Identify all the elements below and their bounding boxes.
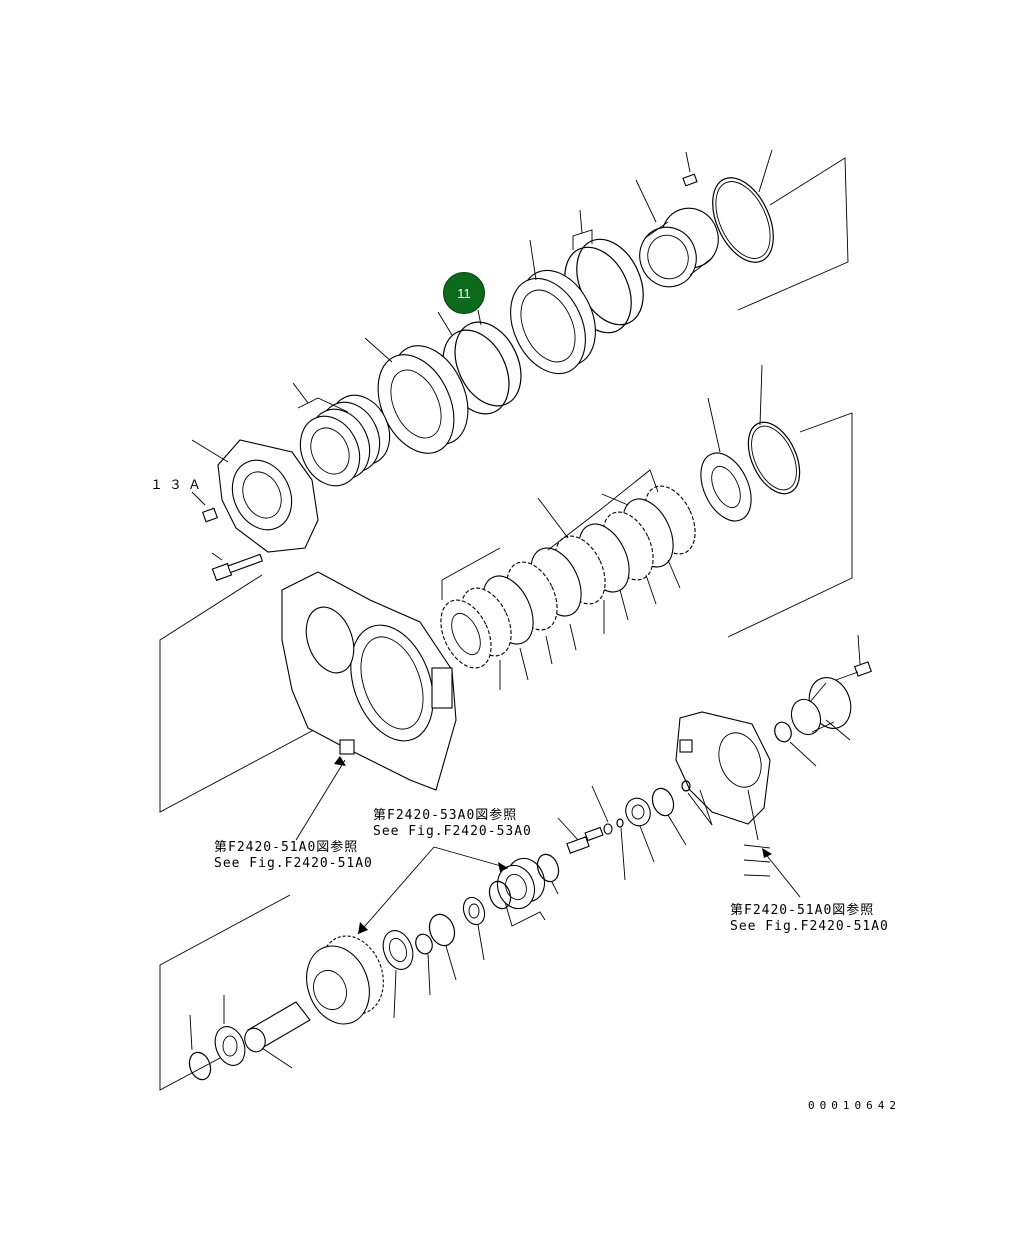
output-shaft xyxy=(244,1001,311,1069)
reference-note-f2420-51a0-left: 第F2420-51A0図参照 See Fig.F2420-51A0 xyxy=(214,840,373,872)
bearing-drum xyxy=(635,179,719,288)
callout-badge-11[interactable]: 11 xyxy=(443,272,485,314)
piston-part xyxy=(510,239,596,375)
bearing-lower-left xyxy=(188,995,246,1081)
top-group-frame xyxy=(737,157,849,311)
gear-carrier xyxy=(306,846,435,1025)
part-label-13a: １３Ａ xyxy=(150,478,208,493)
reference-note-f2420-53a0: 第F2420-53A0図参照 See Fig.F2420-53A0 xyxy=(373,808,532,840)
reference-note-f2420-51a0-right: 第F2420-51A0図参照 See Fig.F2420-51A0 xyxy=(730,903,889,935)
reference-en: See Fig.F2420-51A0 xyxy=(730,919,889,934)
reference-en: See Fig.F2420-53A0 xyxy=(373,824,532,839)
rear-cover-bolts xyxy=(743,844,801,898)
clutch-pack-frame xyxy=(159,412,853,813)
reference-jp: 第F2420-51A0図参照 xyxy=(214,840,359,855)
spring-pack xyxy=(292,382,391,487)
snap-ring-top xyxy=(712,149,774,263)
bolt-13a xyxy=(191,491,219,523)
o-ring-right xyxy=(774,721,817,767)
reference-en: See Fig.F2420-51A0 xyxy=(214,856,373,871)
transmission-case xyxy=(281,571,457,841)
drawing-number: 00010642 xyxy=(808,1099,901,1112)
rear-cover xyxy=(675,711,771,841)
bearing-lower-right xyxy=(433,846,560,910)
thrust-plate xyxy=(700,397,752,522)
seal-and-snap-right xyxy=(616,780,713,881)
plug-bolt xyxy=(557,785,613,854)
pin-part xyxy=(682,151,698,187)
clutch-housing-ring xyxy=(364,337,469,454)
snap-rings-lower xyxy=(415,880,546,996)
reference-jp: 第F2420-53A0図参照 xyxy=(373,808,518,823)
reference-jp: 第F2420-51A0図参照 xyxy=(730,903,875,918)
snap-ring-middle xyxy=(747,364,801,495)
long-bolt xyxy=(211,552,264,582)
seal-ring-11 xyxy=(437,309,522,415)
retainer-housing xyxy=(191,439,319,553)
flange-bolt xyxy=(835,634,872,681)
bearing-lower-mid xyxy=(382,930,414,1019)
clutch-disc-stack xyxy=(440,469,696,690)
flange-yoke xyxy=(790,677,852,741)
lower-group-frame xyxy=(159,894,291,1091)
